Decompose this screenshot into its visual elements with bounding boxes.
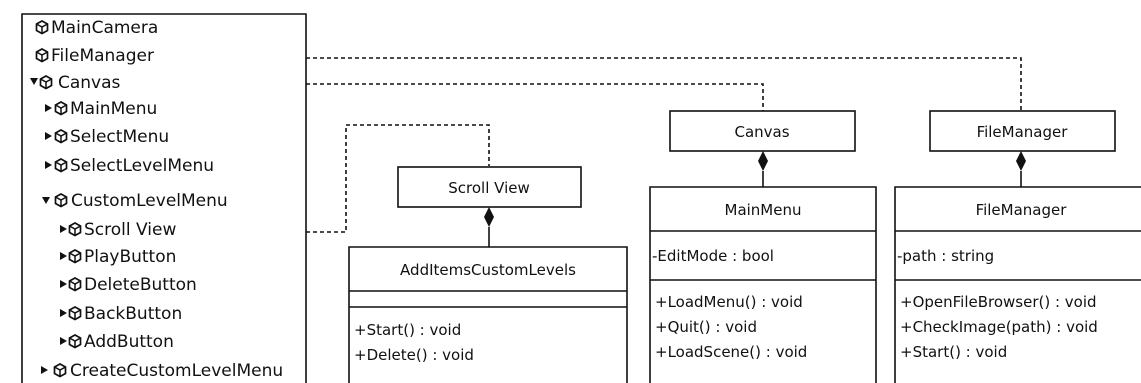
gameobject-icon (68, 306, 82, 321)
link-file-manager (306, 57, 1022, 111)
tree-item-back-button[interactable]: BackButton (60, 304, 182, 324)
expand-arrow-right-icon[interactable] (60, 280, 67, 288)
expand-arrow-right-icon[interactable] (45, 132, 52, 140)
uml-node-scroll-view: Scroll View (397, 166, 582, 208)
gameobject-icon (54, 158, 68, 173)
class-name: AddItemsCustomLevels (400, 261, 576, 279)
gameobject-icon (54, 129, 68, 144)
uml-class-main-menu: MainMenu -EditMode : bool +LoadMenu() : … (649, 186, 877, 383)
tree-item-custom-level-menu[interactable]: CustomLevelMenu (42, 191, 228, 211)
class-method: +LoadMenu() : void (655, 293, 803, 311)
composition-diamond-icon (1016, 151, 1026, 171)
class-method: +Start() : void (900, 343, 1007, 361)
tree-item-label: Canvas (58, 73, 121, 93)
gameobject-icon (35, 20, 49, 35)
uml-node-canvas: Canvas (669, 110, 856, 152)
class-method: +CheckImage(path) : void (900, 318, 1098, 336)
tree-item-label: SelectMenu (70, 127, 169, 147)
expand-arrow-down-icon[interactable] (30, 78, 38, 85)
class-method: +LoadScene() : void (655, 343, 807, 361)
expand-arrow-right-icon[interactable] (45, 104, 52, 112)
link-canvas (306, 83, 764, 111)
expand-arrow-right-icon[interactable] (60, 252, 67, 260)
class-method: +OpenFileBrowser() : void (900, 293, 1097, 311)
expand-arrow-down-icon[interactable] (42, 197, 50, 204)
node-label: FileManager (977, 123, 1069, 141)
node-label: Canvas (734, 123, 789, 141)
expand-arrow-right-icon[interactable] (60, 309, 67, 317)
composition-diamond-icon (758, 151, 768, 171)
hierarchy-panel-border (21, 13, 307, 383)
tree-item-add-button[interactable]: AddButton (60, 332, 174, 352)
tree-item-canvas[interactable]: Canvas (30, 73, 121, 93)
gameobject-icon (54, 193, 68, 208)
tree-item-label: FileManager (51, 46, 154, 66)
gameobject-icon (39, 75, 53, 90)
class-method: +Start() : void (354, 321, 461, 339)
tree-item-play-button[interactable]: PlayButton (60, 247, 176, 267)
expand-arrow-right-icon[interactable] (45, 161, 52, 169)
tree-item-create-custom-level-menu[interactable]: CreateCustomLevelMenu (41, 361, 283, 381)
tree-item-main-camera[interactable]: MainCamera (35, 18, 159, 38)
tree-item-label: MainMenu (70, 99, 157, 119)
expand-arrow-right-icon[interactable] (41, 366, 48, 374)
tree-item-main-menu[interactable]: MainMenu (45, 99, 157, 119)
class-attribute: -path : string (897, 247, 994, 265)
gameobject-icon (68, 277, 82, 292)
tree-item-select-level-menu[interactable]: SelectLevelMenu (45, 156, 214, 176)
tree-item-label: Scroll View (84, 220, 176, 240)
tree-item-delete-button[interactable]: DeleteButton (60, 275, 197, 295)
tree-item-select-menu[interactable]: SelectMenu (45, 127, 169, 147)
tree-item-label: AddButton (84, 332, 174, 352)
composition-diamond-icon (484, 207, 494, 227)
tree-item-file-manager[interactable]: FileManager (35, 46, 154, 66)
tree-item-scroll-view[interactable]: Scroll View (60, 220, 176, 240)
tree-item-label: CreateCustomLevelMenu (70, 361, 283, 381)
gameobject-icon (68, 222, 82, 237)
tree-item-label: CustomLevelMenu (71, 191, 228, 211)
uml-node-file-manager: FileManager (929, 110, 1116, 152)
uml-class-add-items-custom-levels: AddItemsCustomLevels +Start() : void +De… (348, 246, 628, 383)
tree-item-label: BackButton (84, 304, 182, 324)
expand-arrow-right-icon[interactable] (60, 337, 67, 345)
class-attribute: -EditMode : bool (652, 247, 774, 265)
expand-arrow-right-icon[interactable] (60, 225, 67, 233)
tree-item-label: SelectLevelMenu (70, 156, 214, 176)
gameobject-icon (54, 101, 68, 116)
uml-class-file-manager: FileManager -path : string +OpenFileBrow… (894, 186, 1141, 383)
gameobject-icon (68, 334, 82, 349)
class-name: MainMenu (725, 201, 802, 219)
tree-item-label: PlayButton (84, 247, 176, 267)
hierarchy-panel: MainCamera FileManager Canvas (21, 13, 307, 383)
node-label: Scroll View (448, 179, 529, 197)
gameobject-icon (53, 363, 67, 378)
link-scroll-view (306, 124, 490, 233)
class-method: +Delete() : void (354, 346, 474, 364)
tree-item-label: MainCamera (51, 18, 158, 38)
gameobject-icon (35, 48, 49, 63)
class-method: +Quit() : void (655, 318, 757, 336)
composition-file-manager (1016, 151, 1026, 187)
class-name: FileManager (976, 201, 1068, 219)
gameobject-icon (68, 249, 82, 264)
composition-canvas (758, 151, 768, 187)
tree-item-label: DeleteButton (84, 275, 197, 295)
composition-scroll-view (484, 207, 494, 247)
